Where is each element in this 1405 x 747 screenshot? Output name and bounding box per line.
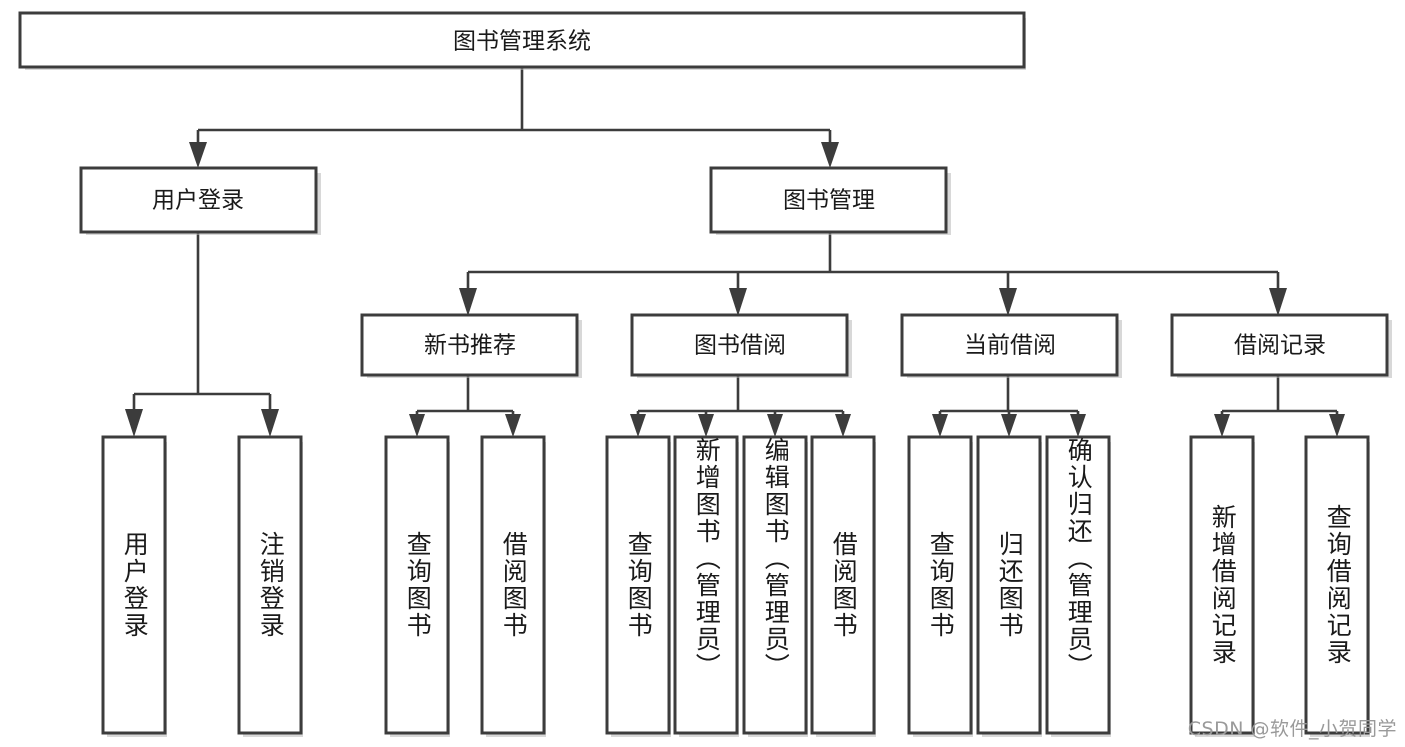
node-book-management-label: 图书管理 xyxy=(783,188,875,214)
csdn-watermark: CSDN @软件_小贺同学 xyxy=(1187,718,1397,740)
arrow-head-book-mgmt xyxy=(821,142,839,168)
arrow-head-currentborrow-leaf-1 xyxy=(932,414,948,437)
arrow-head-currentborrow-leaf-3 xyxy=(1070,414,1086,437)
node-user-login-box xyxy=(79,166,318,234)
node-root-box xyxy=(18,11,1026,69)
arrow-head-bookborrow-leaf-2 xyxy=(698,414,714,437)
leaf-nb-borrow-box[interactable] xyxy=(480,435,546,735)
node-new-book-recommend-box xyxy=(360,313,579,377)
arrow-head-bookborrow-leaf-1 xyxy=(630,414,646,437)
arrow-head-bookborrow-leaf-4 xyxy=(835,414,851,437)
arrow-head-borrow-record xyxy=(1269,288,1287,316)
arrow-head-new-book xyxy=(459,288,477,316)
leaf-cb-return-box[interactable] xyxy=(976,435,1042,735)
node-current-borrow-label: 当前借阅 xyxy=(964,333,1056,359)
node-borrow-record-box xyxy=(1170,313,1389,377)
leaf-bb-query-box[interactable] xyxy=(605,435,671,735)
leaf-nb-query-box[interactable] xyxy=(384,435,450,735)
node-new-book-recommend-label: 新书推荐 xyxy=(424,333,516,359)
arrow-head-leaf-user-login xyxy=(125,409,143,437)
node-book-management-box xyxy=(709,166,948,234)
leaf-boxes-layer xyxy=(101,435,1370,737)
node-book-borrow[interactable]: 图书借阅 xyxy=(630,313,852,378)
leaf-br-query-box[interactable] xyxy=(1304,435,1370,735)
node-user-login-label: 用户登录 xyxy=(152,188,244,214)
arrow-head-book-borrow xyxy=(729,288,747,316)
arrow-head-user-login xyxy=(189,142,207,168)
arrow-head-leaf-logout xyxy=(261,409,279,437)
leaf-bb-edit-box[interactable] xyxy=(742,435,808,735)
leaf-bb-add-box[interactable] xyxy=(673,435,739,735)
leaf-user-login-box[interactable] xyxy=(101,435,167,735)
arrow-head-borrowrecord-leaf-2 xyxy=(1329,414,1345,437)
leaf-cb-confirm-box[interactable] xyxy=(1045,435,1111,735)
node-borrow-record[interactable]: 借阅记录 xyxy=(1170,313,1392,378)
node-book-management[interactable]: 图书管理 xyxy=(709,166,951,235)
node-new-book-recommend[interactable]: 新书推荐 xyxy=(360,313,582,378)
node-borrow-record-label: 借阅记录 xyxy=(1234,333,1326,359)
node-root-label: 图书管理系统 xyxy=(453,29,591,55)
arrow-head-borrowrecord-leaf-1 xyxy=(1214,414,1230,437)
node-current-borrow[interactable]: 当前借阅 xyxy=(900,313,1122,378)
arrow-head-current-borrow xyxy=(999,288,1017,316)
node-root[interactable]: 图书管理系统 xyxy=(18,11,1026,70)
node-book-borrow-box xyxy=(630,313,849,377)
arrow-head-newbook-leaf-2 xyxy=(505,414,521,437)
leaf-logout-box[interactable] xyxy=(237,435,303,735)
arrow-head-bookborrow-leaf-3 xyxy=(767,414,783,437)
edges-layer xyxy=(125,67,1345,437)
node-user-login[interactable]: 用户登录 xyxy=(79,166,321,235)
arrow-head-currentborrow-leaf-2 xyxy=(1001,414,1017,437)
node-book-borrow-label: 图书借阅 xyxy=(694,333,786,359)
arrow-head-newbook-leaf-1 xyxy=(409,414,425,437)
node-current-borrow-box xyxy=(900,313,1119,377)
leaf-bb-borrow-box[interactable] xyxy=(810,435,876,735)
leaf-cb-query-box[interactable] xyxy=(907,435,973,735)
leaf-br-add-box[interactable] xyxy=(1189,435,1255,735)
